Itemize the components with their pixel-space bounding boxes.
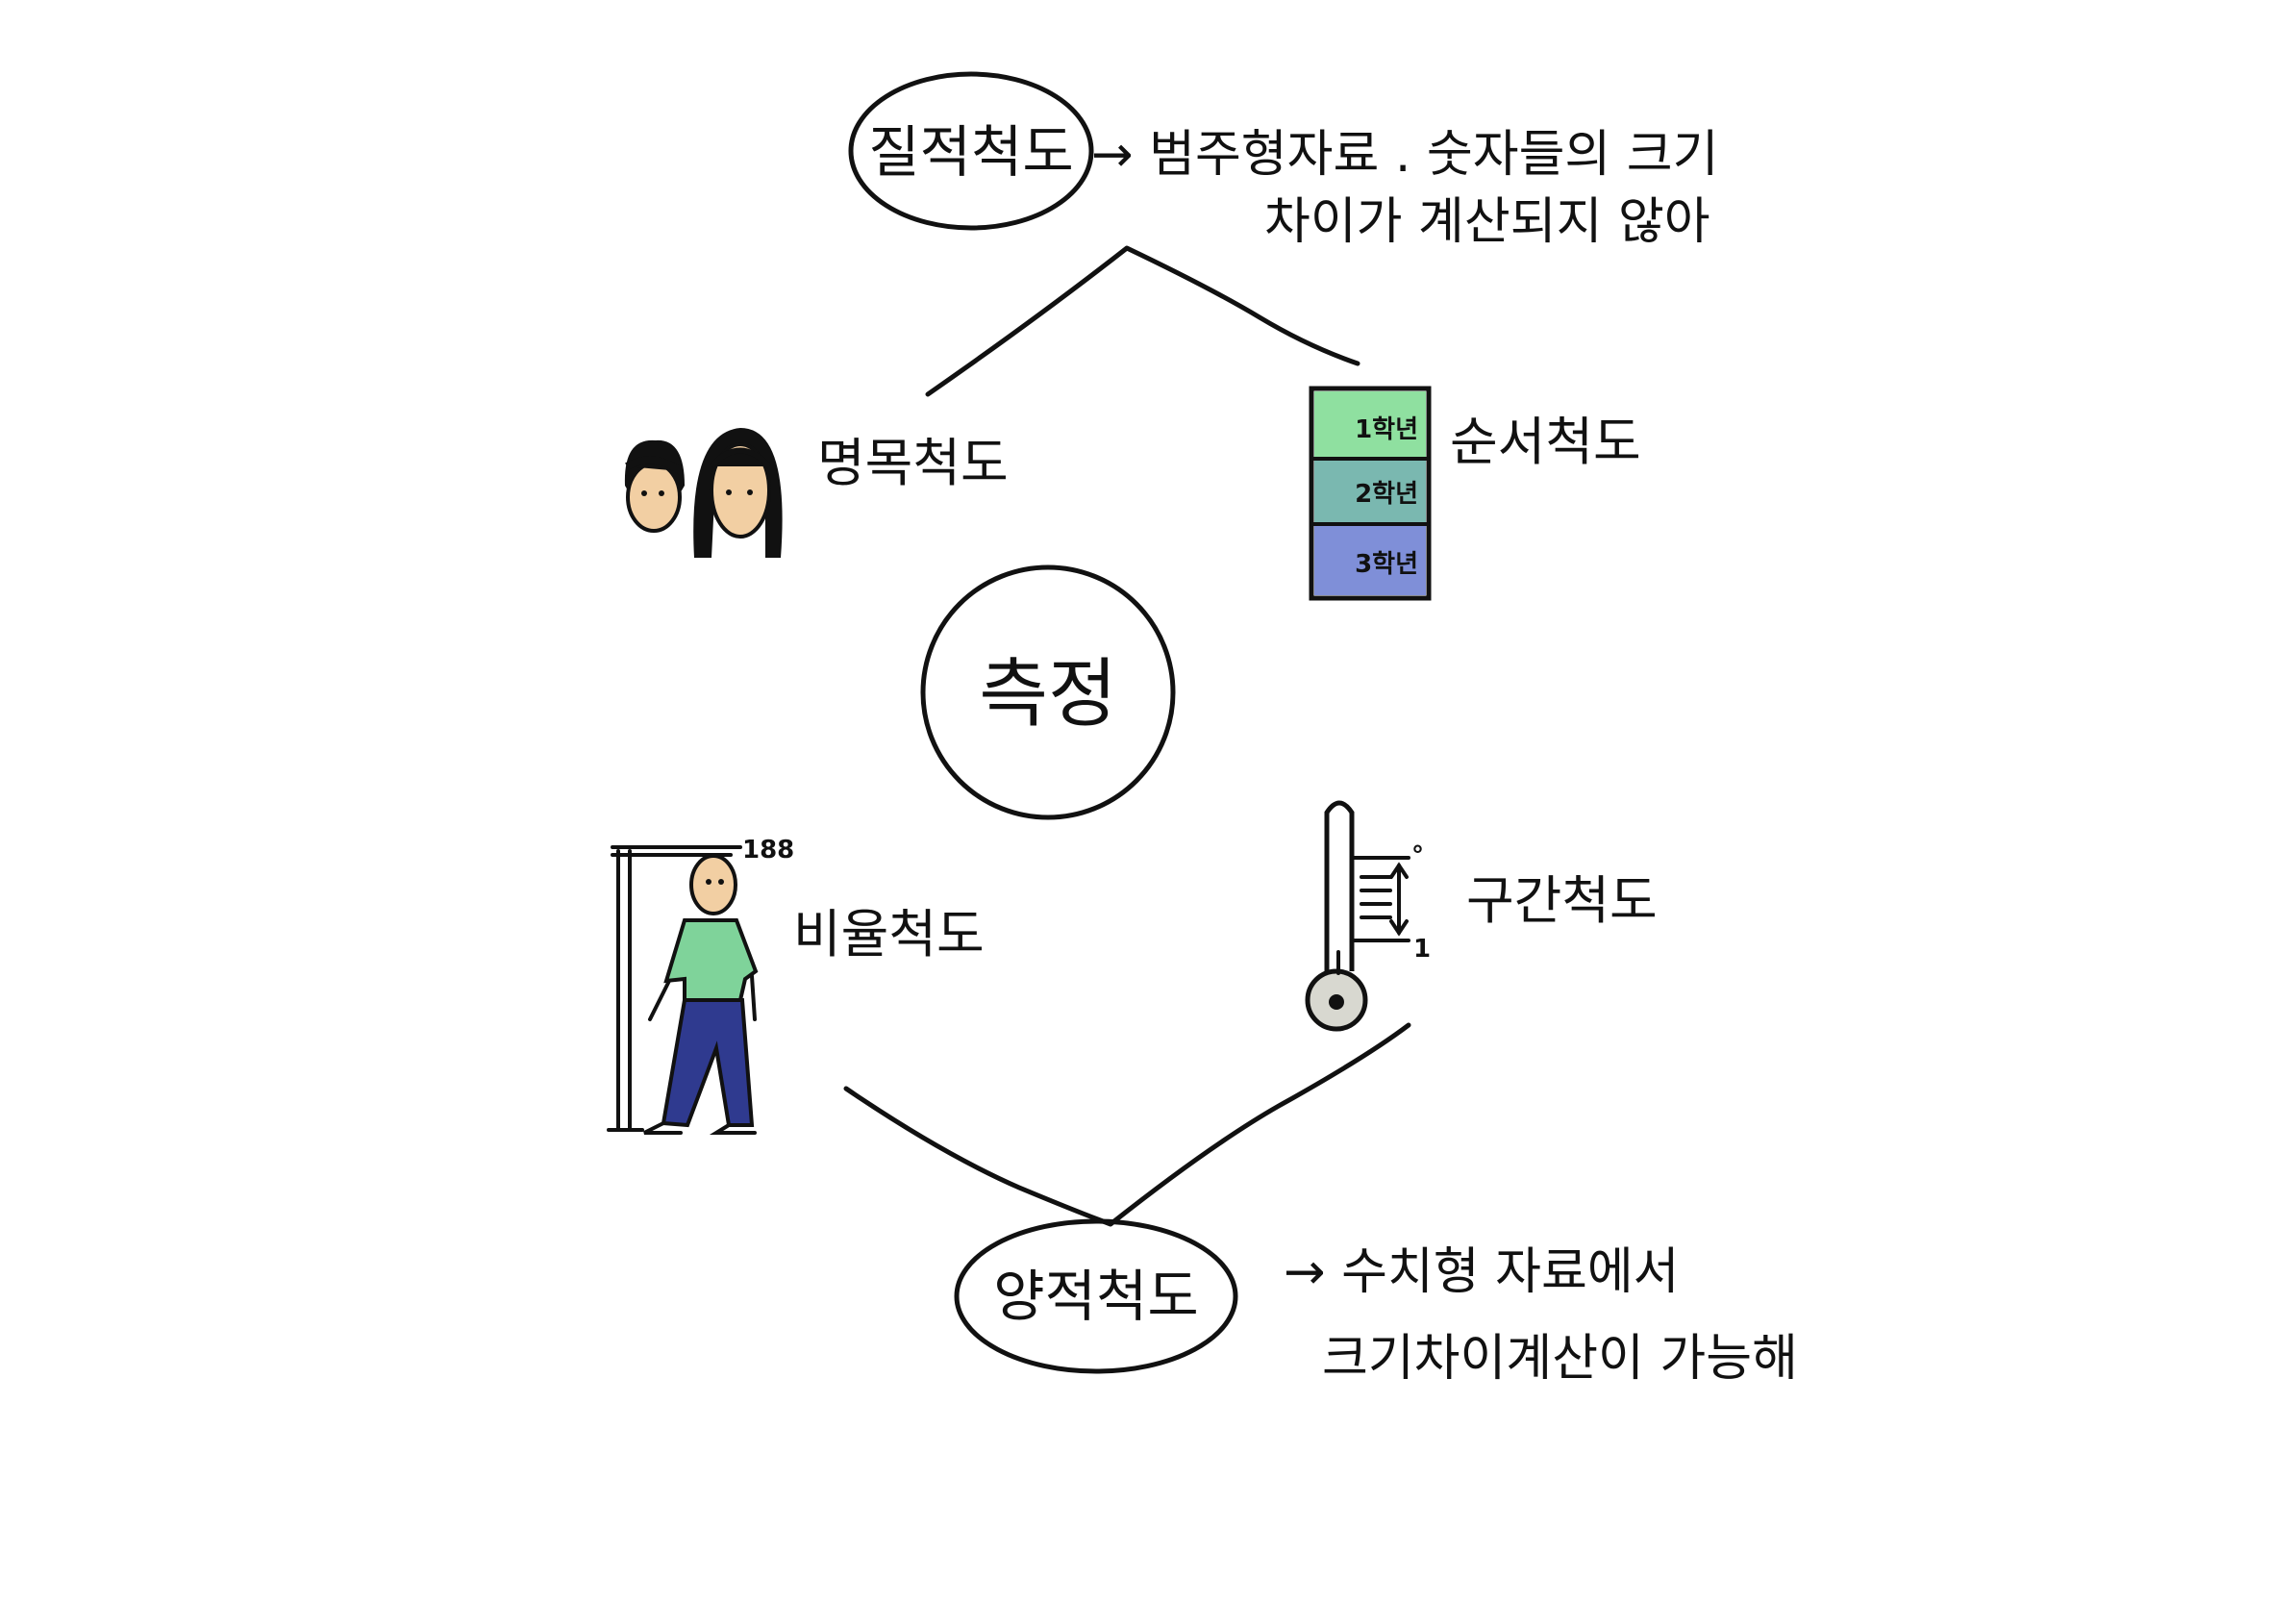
quantitative-node: 양적척도 [954,1218,1238,1374]
qualitative-connector [925,245,1360,397]
grade-level-1: 1학년 [1355,415,1418,444]
interval-label: 구간척도 [1466,870,1658,931]
qualitative-note-line1: → 범주형자료 . 숫자들의 크기 [1091,126,1718,184]
qualitative-node: 질적척도 [848,71,1094,231]
ratio-label: 비율척도 [793,904,985,965]
thermometer-mark-top: ° [1411,841,1424,870]
ordinal-label: 순서척도 [1450,412,1641,472]
quantitative-connector [843,1022,1411,1227]
thermometer-icon: ° 1 [1305,800,1431,1032]
center-node: 측정 [920,564,1176,820]
grade-level-3: 3학년 [1355,550,1418,579]
nominal-label: 명목척도 [817,433,1009,493]
grade-ladder-icon: 1학년 2학년 3학년 [1309,386,1432,601]
thermometer-mark-bottom: 1 [1413,935,1431,964]
quantitative-label: 양적척도 [993,1264,1198,1329]
center-label: 측정 [979,651,1117,738]
quantitative-note-line1: → 수치형 자료에서 [1284,1243,1680,1301]
qualitative-label: 질적척도 [868,119,1073,185]
grade-level-2: 2학년 [1355,480,1418,509]
quantitative-note-line2: 크기차이계산이 가능해 [1322,1330,1798,1388]
two-faces-icon [624,428,783,558]
person-height-icon: 188 [607,836,794,1135]
height-value: 188 [742,836,794,865]
qualitative-note-line2: 차이가 계산되지 않아 [1264,193,1710,251]
